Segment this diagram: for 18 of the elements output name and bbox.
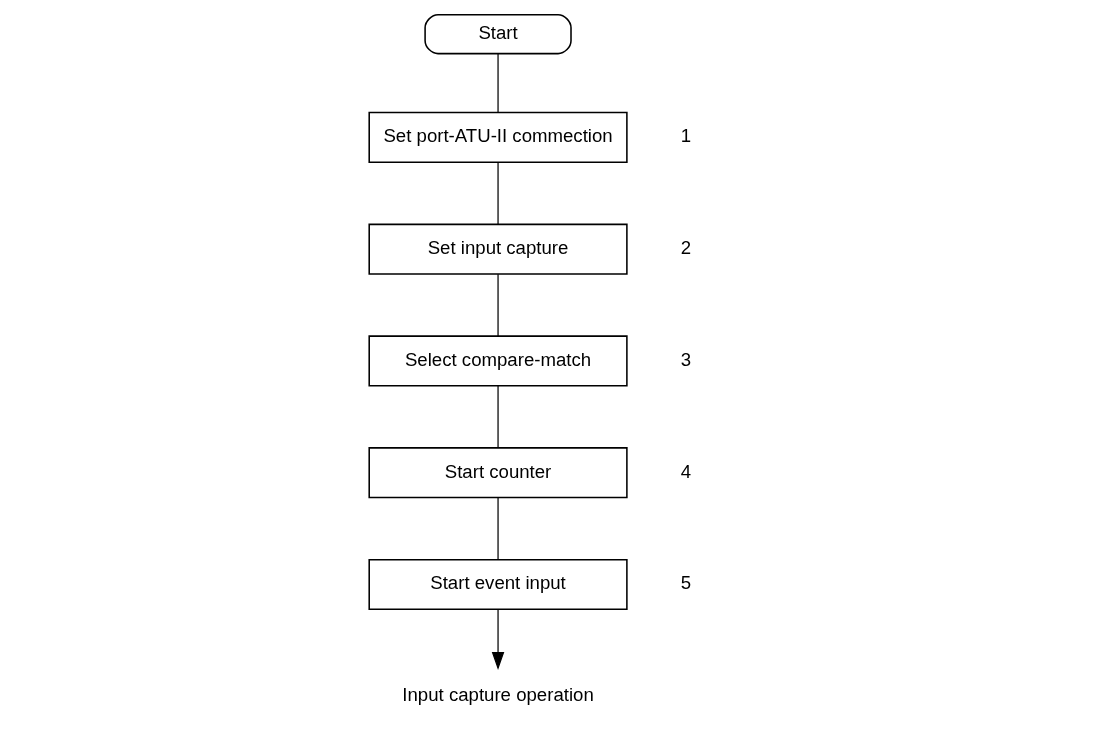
connector xyxy=(496,385,499,449)
arrow xyxy=(491,609,504,670)
connector xyxy=(496,53,499,114)
node-label: 1 xyxy=(680,125,691,147)
connector xyxy=(496,161,499,225)
node-label: 3 xyxy=(680,348,691,370)
node-box: Start event input xyxy=(367,558,628,611)
node-label: 4 xyxy=(680,460,691,482)
node-label: 2 xyxy=(680,237,691,259)
node-box: Start xyxy=(423,14,572,55)
node-box: Start counter xyxy=(367,447,628,499)
node-box: Set port-ATU-II commection xyxy=(367,111,628,164)
connector xyxy=(496,273,499,337)
node-text: Input capture operation xyxy=(401,684,594,706)
node-label: 5 xyxy=(680,572,691,594)
node-box: Select compare-match xyxy=(367,335,628,387)
node-box: Set input capture xyxy=(367,223,628,275)
connector xyxy=(496,497,499,561)
